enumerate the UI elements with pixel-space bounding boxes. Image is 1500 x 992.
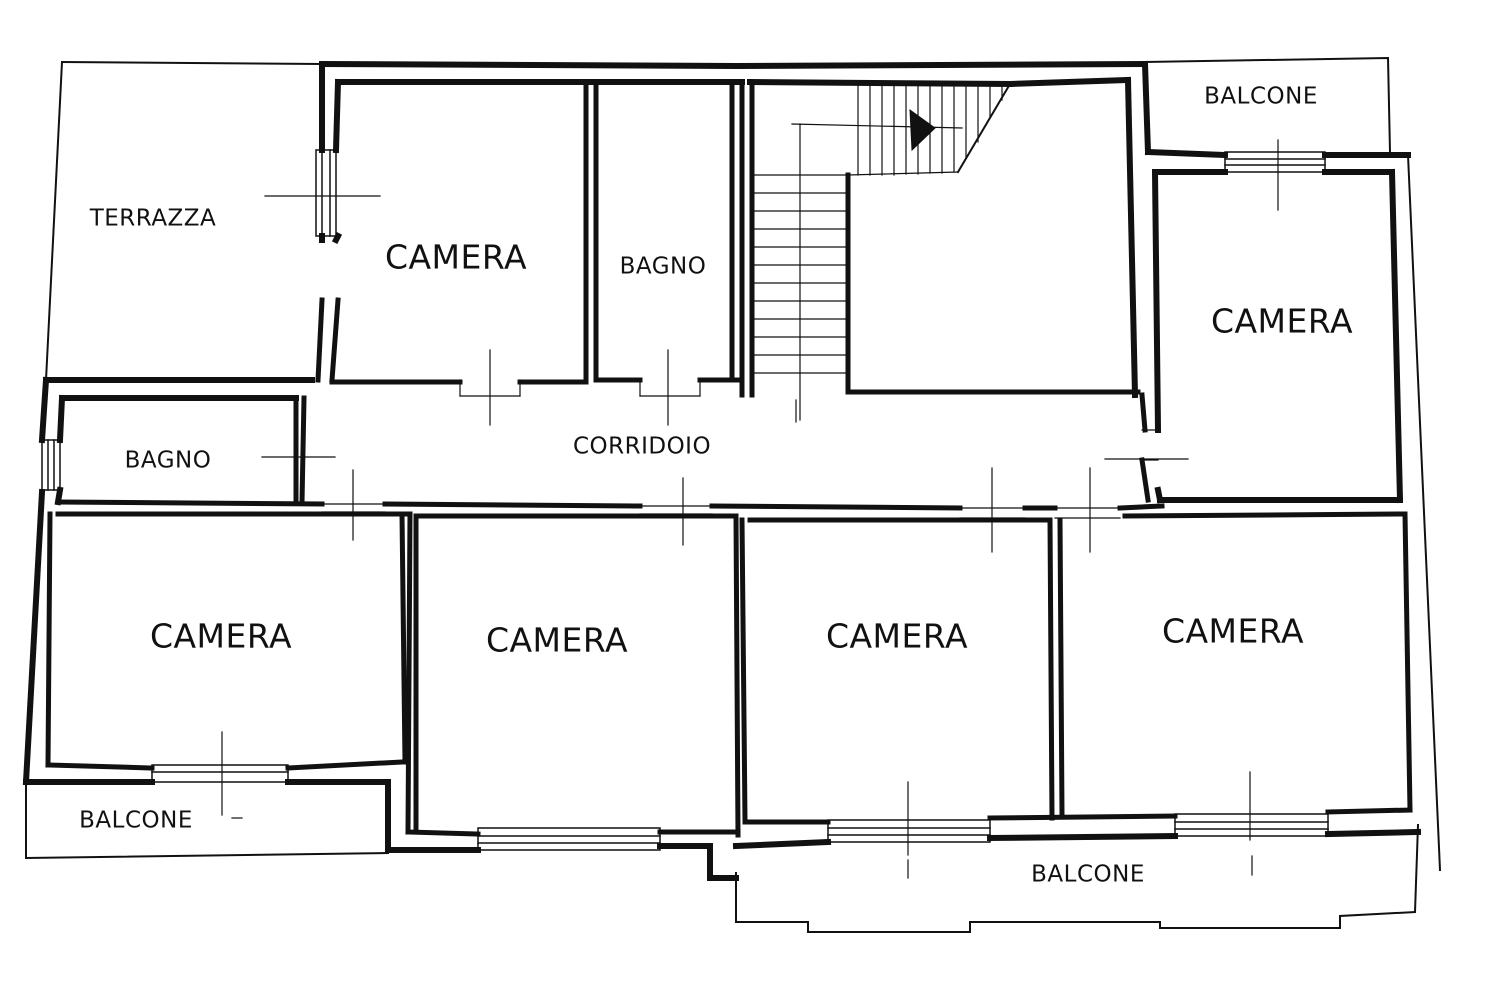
room-label-bagno-top: BAGNO [619,253,707,280]
room-label-bagno-left: BAGNO [124,447,212,474]
stairs [751,82,1012,423]
room-label-camera-bottom-1: CAMERA [149,616,293,656]
room-label-camera-right: CAMERA [1210,301,1354,341]
room-label-camera-top: CAMERA [384,237,528,277]
room-label-camera-bottom-3: CAMERA [825,616,969,656]
door-markers [221,139,1279,879]
windows [41,149,1329,851]
room-label-balcone-bottom-left: BALCONE [79,807,193,834]
room-label-terrazza: TERRAZZA [89,205,217,232]
room-label-camera-bottom-2: CAMERA [485,620,629,660]
room-label-corridoio: CORRIDOIO [572,433,712,460]
outer-outline [25,56,1442,933]
stair-arrow-icon [909,108,936,152]
room-label-balcone-top-right: BALCONE [1204,83,1318,110]
room-label-camera-bottom-4: CAMERA [1161,611,1305,651]
interior-walls [45,79,1413,838]
room-label-balcone-bottom-right: BALCONE [1031,861,1145,888]
outer-walls [22,60,1422,881]
